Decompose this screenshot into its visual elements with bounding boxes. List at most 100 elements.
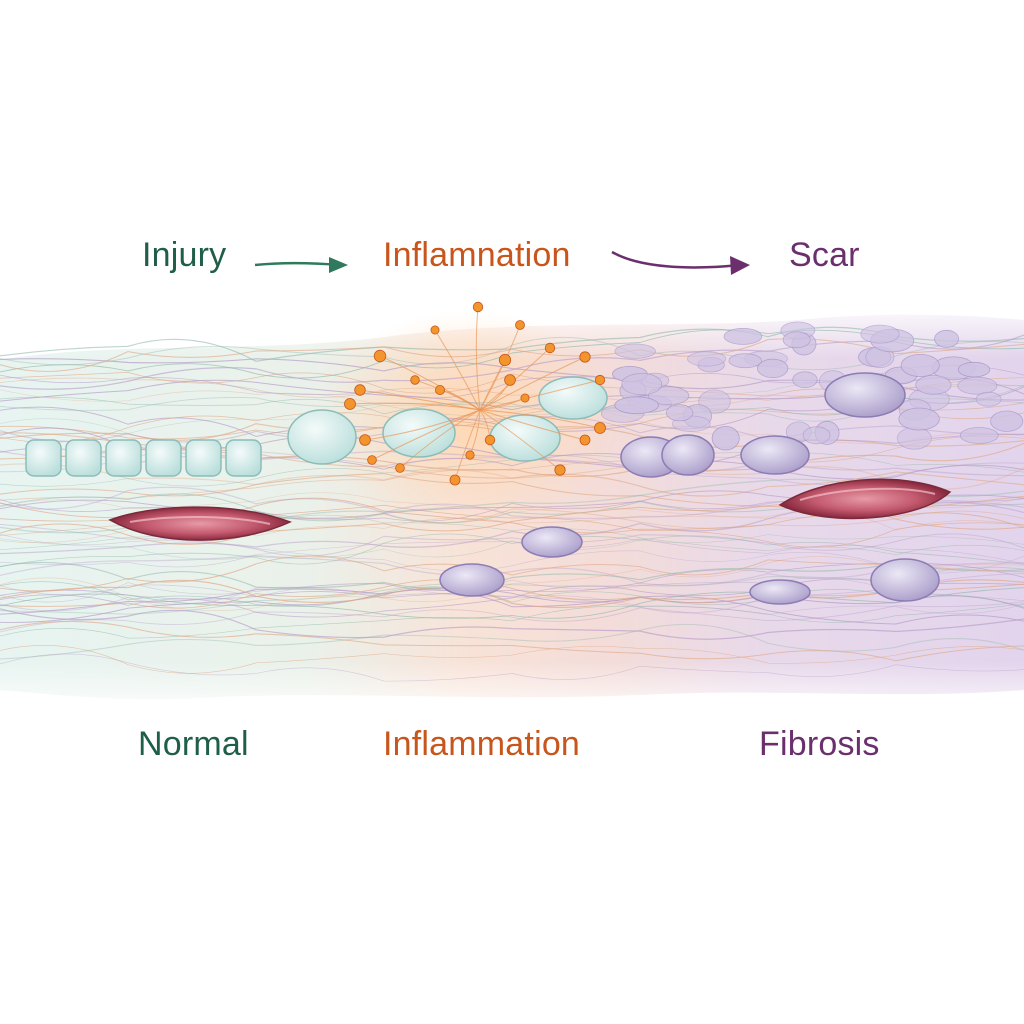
cytokine-dot — [354, 384, 366, 396]
fibrotic-cluster — [648, 386, 690, 406]
cytokine-signal-line — [479, 356, 586, 411]
cytokine-dot — [579, 434, 591, 446]
fibrotic-cluster — [900, 353, 940, 377]
fibrotic-cluster — [975, 391, 1002, 407]
fibrotic-cluster — [687, 351, 727, 367]
fibrotic-cluster — [896, 426, 932, 450]
fiber-strand — [0, 620, 1024, 662]
fibrotic-cluster — [990, 410, 1024, 432]
normal-epithelial-cells — [25, 439, 262, 477]
fiber-strand — [0, 554, 1024, 586]
cytokine-dot — [434, 384, 445, 395]
fiber-strand — [0, 358, 1024, 401]
fibrotic-cluster — [957, 361, 991, 378]
fiber-strand — [0, 338, 1024, 372]
blood-vessel-normal — [108, 506, 292, 541]
cytokine-dot — [515, 320, 525, 330]
cytokine-dot — [520, 393, 530, 403]
cytokine-dot — [579, 351, 591, 363]
cytokine-dot — [544, 342, 556, 354]
cytokine-signal-line — [479, 347, 551, 411]
fibrotic-cluster — [665, 404, 694, 422]
inflamed-cells — [287, 376, 608, 465]
fibrotic-cluster — [614, 396, 659, 415]
cytokine-dot — [367, 455, 377, 465]
cytokine-signal-line — [371, 409, 481, 461]
fiber-strand — [0, 581, 1024, 608]
stage-label-fibrosis: Fibrosis — [759, 725, 880, 763]
fibrotic-cluster — [860, 324, 900, 344]
fibrotic-cluster — [621, 372, 663, 396]
fiber-strand — [0, 533, 1024, 574]
fiber-strand — [0, 435, 1024, 501]
fibrotic-cluster — [915, 375, 952, 395]
fibrotic-cluster — [957, 376, 998, 395]
fiber-strand — [0, 492, 1024, 519]
fibrotic-cells — [439, 372, 940, 605]
fiber-strand — [0, 562, 1024, 600]
fiber-strand — [0, 452, 1024, 487]
fiber-strand — [0, 486, 1024, 520]
fibrotic-cluster — [898, 407, 940, 431]
fiber-strand — [0, 603, 1024, 639]
fiber-strand — [0, 582, 1024, 616]
cytokine-dot — [594, 374, 606, 386]
fiber-strand — [0, 579, 1024, 608]
fibrotic-cluster — [792, 371, 818, 389]
fibrotic-cluster — [757, 358, 789, 378]
cytokine-signal-line — [434, 329, 481, 411]
fibrotic-cluster — [959, 427, 999, 444]
fiber-strand — [0, 601, 1024, 633]
fibrotic-cluster — [782, 331, 811, 349]
cytokine-dot — [395, 463, 405, 473]
fibrotic-cluster — [614, 343, 656, 359]
stage-label-normal: Normal — [138, 725, 249, 763]
fiber-strand — [0, 645, 1024, 674]
cytokine-dot — [410, 375, 420, 385]
cytokine-burst — [344, 301, 606, 486]
fiber-strand — [0, 463, 1024, 490]
fiber-strand — [0, 587, 1024, 619]
cytokine-signal-line — [479, 409, 586, 441]
cytokine-dot — [484, 434, 496, 446]
sequence-label-injury: Injury — [142, 236, 227, 274]
stage-label-inflammation: Inflammation — [383, 725, 581, 763]
fiber-strand — [0, 472, 1024, 512]
cytokine-signal-line — [349, 402, 481, 411]
cytokine-dot — [430, 325, 440, 335]
fibrotic-cluster — [802, 426, 831, 445]
sequence-label-scar: Scar — [789, 236, 860, 274]
blood-vessel-fibrotic — [778, 478, 952, 520]
fiber-strand — [0, 503, 1024, 545]
fiber-strand — [0, 407, 1024, 440]
cytokine-dot — [472, 301, 484, 313]
fiber-strand — [0, 326, 1024, 362]
cytokine-signal-line — [364, 409, 481, 441]
arrow-inflammation-to-scar — [611, 250, 750, 275]
sequence-label-inflammation: Inflamnation — [383, 236, 571, 274]
cytokine-dot — [465, 450, 475, 460]
cytokine-dot — [359, 434, 371, 446]
fibrotic-cluster — [711, 426, 740, 451]
cytokine-dot — [554, 464, 566, 476]
fiber-strand — [0, 329, 1024, 379]
fiber-strand — [0, 608, 1024, 640]
fibrotic-cluster — [934, 329, 959, 348]
cytokine-signal-line — [399, 409, 481, 469]
fiber-strand — [0, 336, 1024, 371]
cytokine-dot — [373, 349, 387, 363]
fiber-strand — [0, 386, 1024, 437]
fiber-strand — [0, 556, 1024, 611]
cytokine-signal-line — [475, 306, 481, 411]
arrow-injury-to-inflammation — [254, 257, 348, 273]
cytokine-dot — [344, 398, 356, 410]
fiber-strand — [0, 573, 1024, 614]
cytokine-dot — [449, 474, 461, 486]
fiber-strand — [0, 334, 1024, 390]
cytokine-dot — [504, 374, 516, 386]
cytokine-dot — [498, 353, 512, 367]
cytokine-signal-line — [479, 379, 601, 411]
cytokine-signal-line — [479, 409, 601, 429]
